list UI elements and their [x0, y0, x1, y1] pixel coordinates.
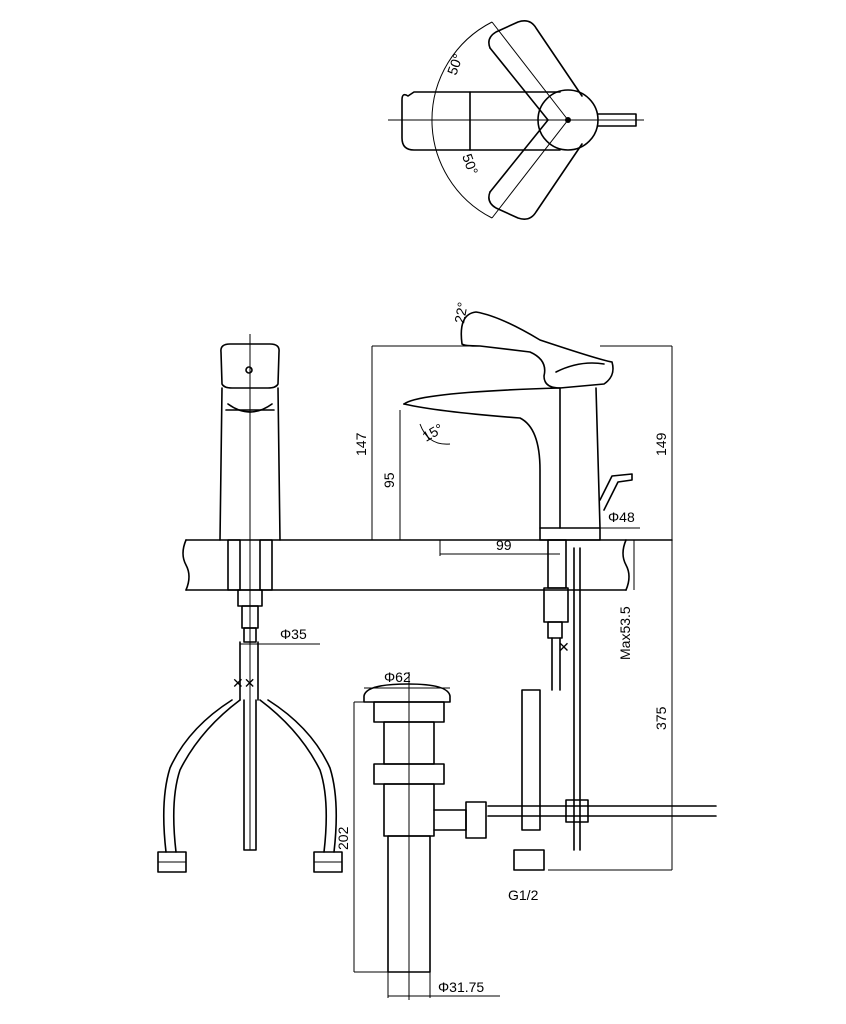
height-spout-label: 95 — [381, 472, 397, 488]
angle-bottom-label: 50° — [459, 152, 481, 177]
tail-diameter-label: Φ31.75 — [438, 979, 484, 995]
reach-label: 99 — [496, 537, 512, 553]
height-total-left-label: 147 — [353, 432, 369, 456]
drain-diameter-label: Φ62 — [384, 669, 411, 685]
angle-top-label: 50° — [444, 52, 466, 77]
dimension-lines: 147 95 149 99 Φ48 22° 15° Max53.5 375 Φ6… — [335, 301, 673, 998]
cross-mark: ✕✕ — [232, 675, 255, 691]
cross-mark-side: ✕ — [558, 639, 570, 655]
angle-handle-label: 22° — [451, 301, 470, 325]
hose-length-label: 375 — [653, 706, 669, 730]
top-view: 50° 50° — [388, 20, 644, 220]
front-view — [219, 334, 281, 850]
thread-label: G1/2 — [508, 887, 539, 903]
front-view-underside: ✕✕ Φ35 — [157, 539, 343, 873]
drain-length-label: 202 — [335, 826, 351, 850]
height-total-right-label: 149 — [653, 432, 669, 456]
base-diameter-label: Φ48 — [608, 509, 635, 525]
drain-assembly — [363, 672, 487, 1000]
countertop — [182, 539, 673, 591]
max-deck-label: Max53.5 — [617, 606, 633, 660]
side-view: ✕ — [403, 311, 717, 871]
shank-diameter-label: Φ35 — [280, 626, 307, 642]
